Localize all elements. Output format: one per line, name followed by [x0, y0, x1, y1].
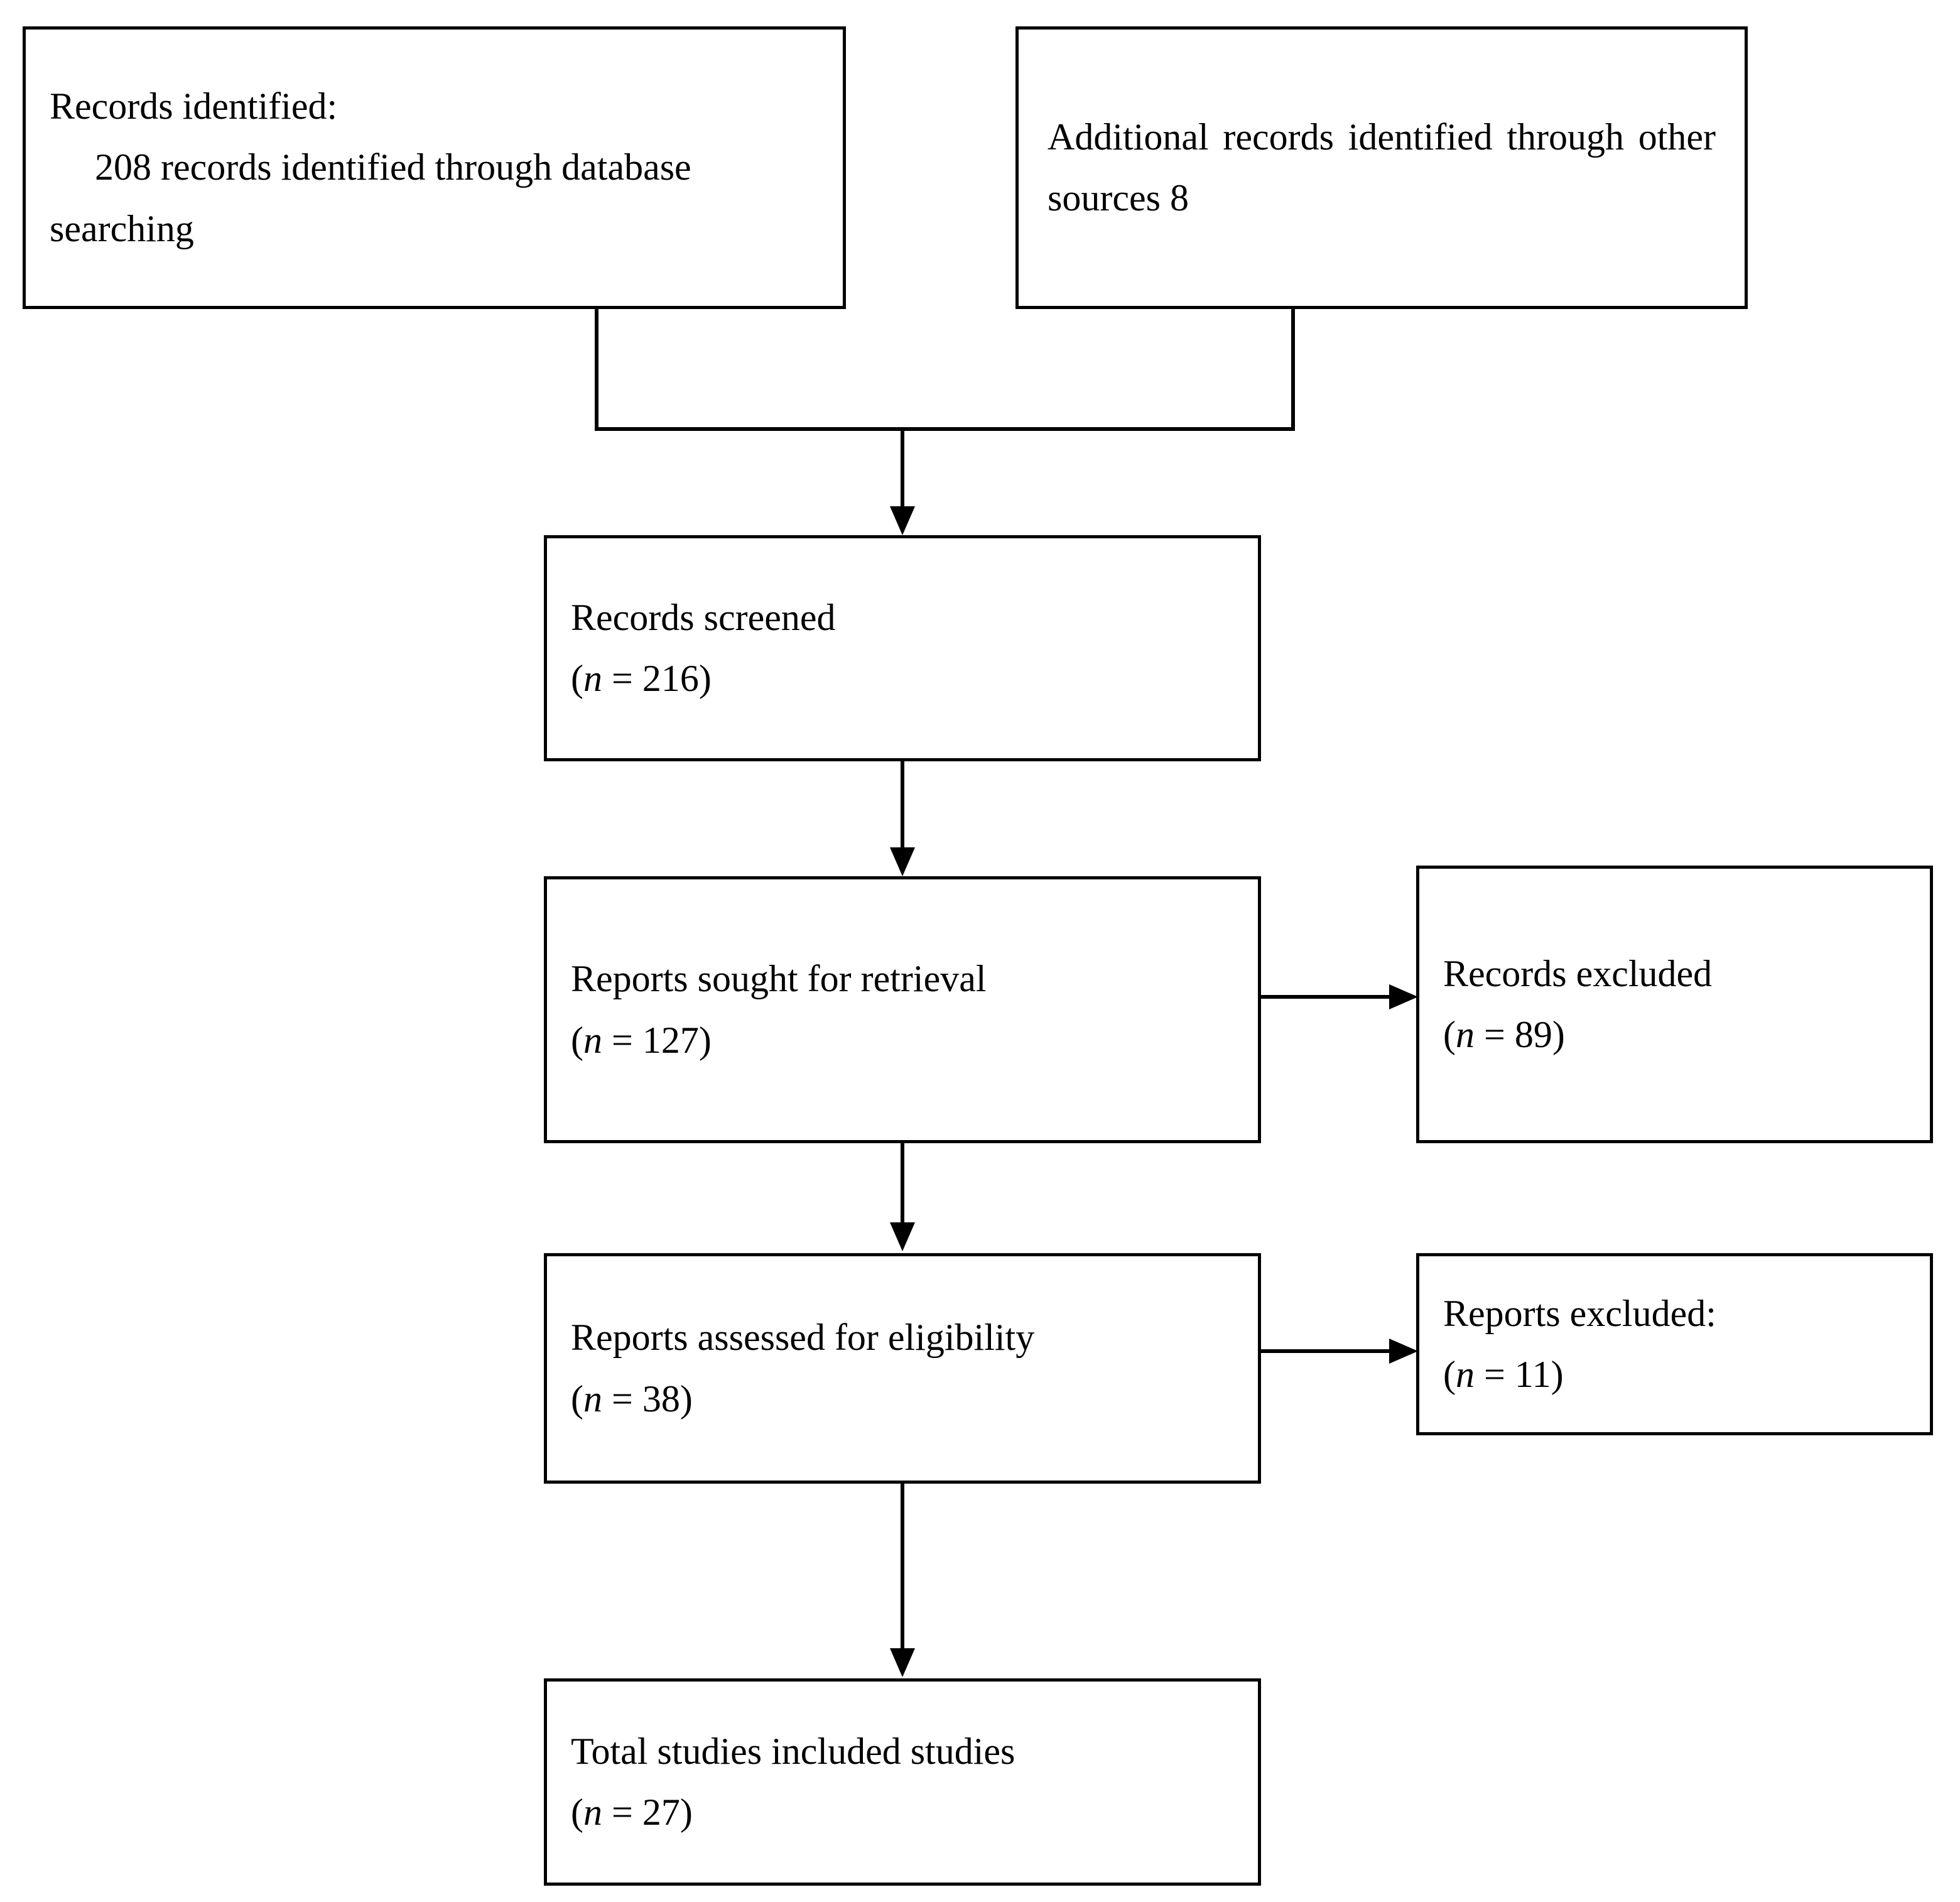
reports-sought-title: Reports sought for retrieval [571, 958, 987, 1000]
arrowhead-to-sought [890, 847, 915, 876]
arrowhead-to-reports-excluded [1389, 1339, 1418, 1364]
arrowhead-to-assessed [890, 1222, 915, 1251]
node-reports-excluded: Reports excluded: (n = 11) [1416, 1253, 1933, 1435]
total-studies-title: Total studies included studies [571, 1730, 1015, 1772]
additional-records-text: Additional records identified through ot… [1048, 116, 1725, 219]
node-reports-assessed-for-eligibility: Reports assessed for eligibility (n = 38… [544, 1253, 1261, 1484]
records-excluded-title: Records excluded [1443, 952, 1713, 994]
records-excluded-count: (n = 89) [1443, 1014, 1565, 1055]
node-records-excluded: Records excluded (n = 89) [1416, 866, 1933, 1143]
records-identified-detail: 208 records identified through database … [50, 146, 701, 249]
connector-junction-to-screened [901, 431, 904, 508]
connector-right-drop [1291, 309, 1295, 431]
arrowhead-to-included [890, 1648, 915, 1677]
connector-junction-bar [595, 427, 1295, 431]
records-identified-title: Records identified: [50, 85, 338, 128]
arrowhead-to-screened [890, 506, 915, 535]
connector-assessed-to-reports-excluded [1261, 1349, 1393, 1353]
node-records-identified-database: Records identified: 208 records identifi… [23, 26, 846, 309]
records-screened-count: (n = 216) [571, 658, 712, 699]
node-total-studies-included: Total studies included studies (n = 27) [544, 1678, 1261, 1886]
total-studies-count: (n = 27) [571, 1791, 693, 1833]
reports-excluded-title: Reports excluded: [1443, 1292, 1716, 1334]
reports-assessed-count: (n = 38) [571, 1378, 693, 1420]
arrowhead-to-records-excluded [1389, 984, 1418, 1009]
node-reports-sought-for-retrieval: Reports sought for retrieval (n = 127) [544, 876, 1261, 1143]
node-additional-records-other-sources: Additional records identified through ot… [1015, 26, 1748, 309]
connector-left-drop [595, 309, 598, 431]
reports-assessed-title: Reports assessed for eligibility [571, 1317, 1035, 1359]
connector-screened-to-sought [901, 761, 904, 849]
connector-assessed-to-included [901, 1484, 904, 1650]
connector-sought-to-records-excluded [1261, 995, 1393, 999]
reports-excluded-count: (n = 11) [1443, 1354, 1564, 1395]
connector-sought-to-assessed [901, 1143, 904, 1224]
reports-sought-count: (n = 127) [571, 1019, 712, 1061]
records-screened-title: Records screened [571, 596, 836, 638]
node-records-screened: Records screened (n = 216) [544, 535, 1261, 761]
